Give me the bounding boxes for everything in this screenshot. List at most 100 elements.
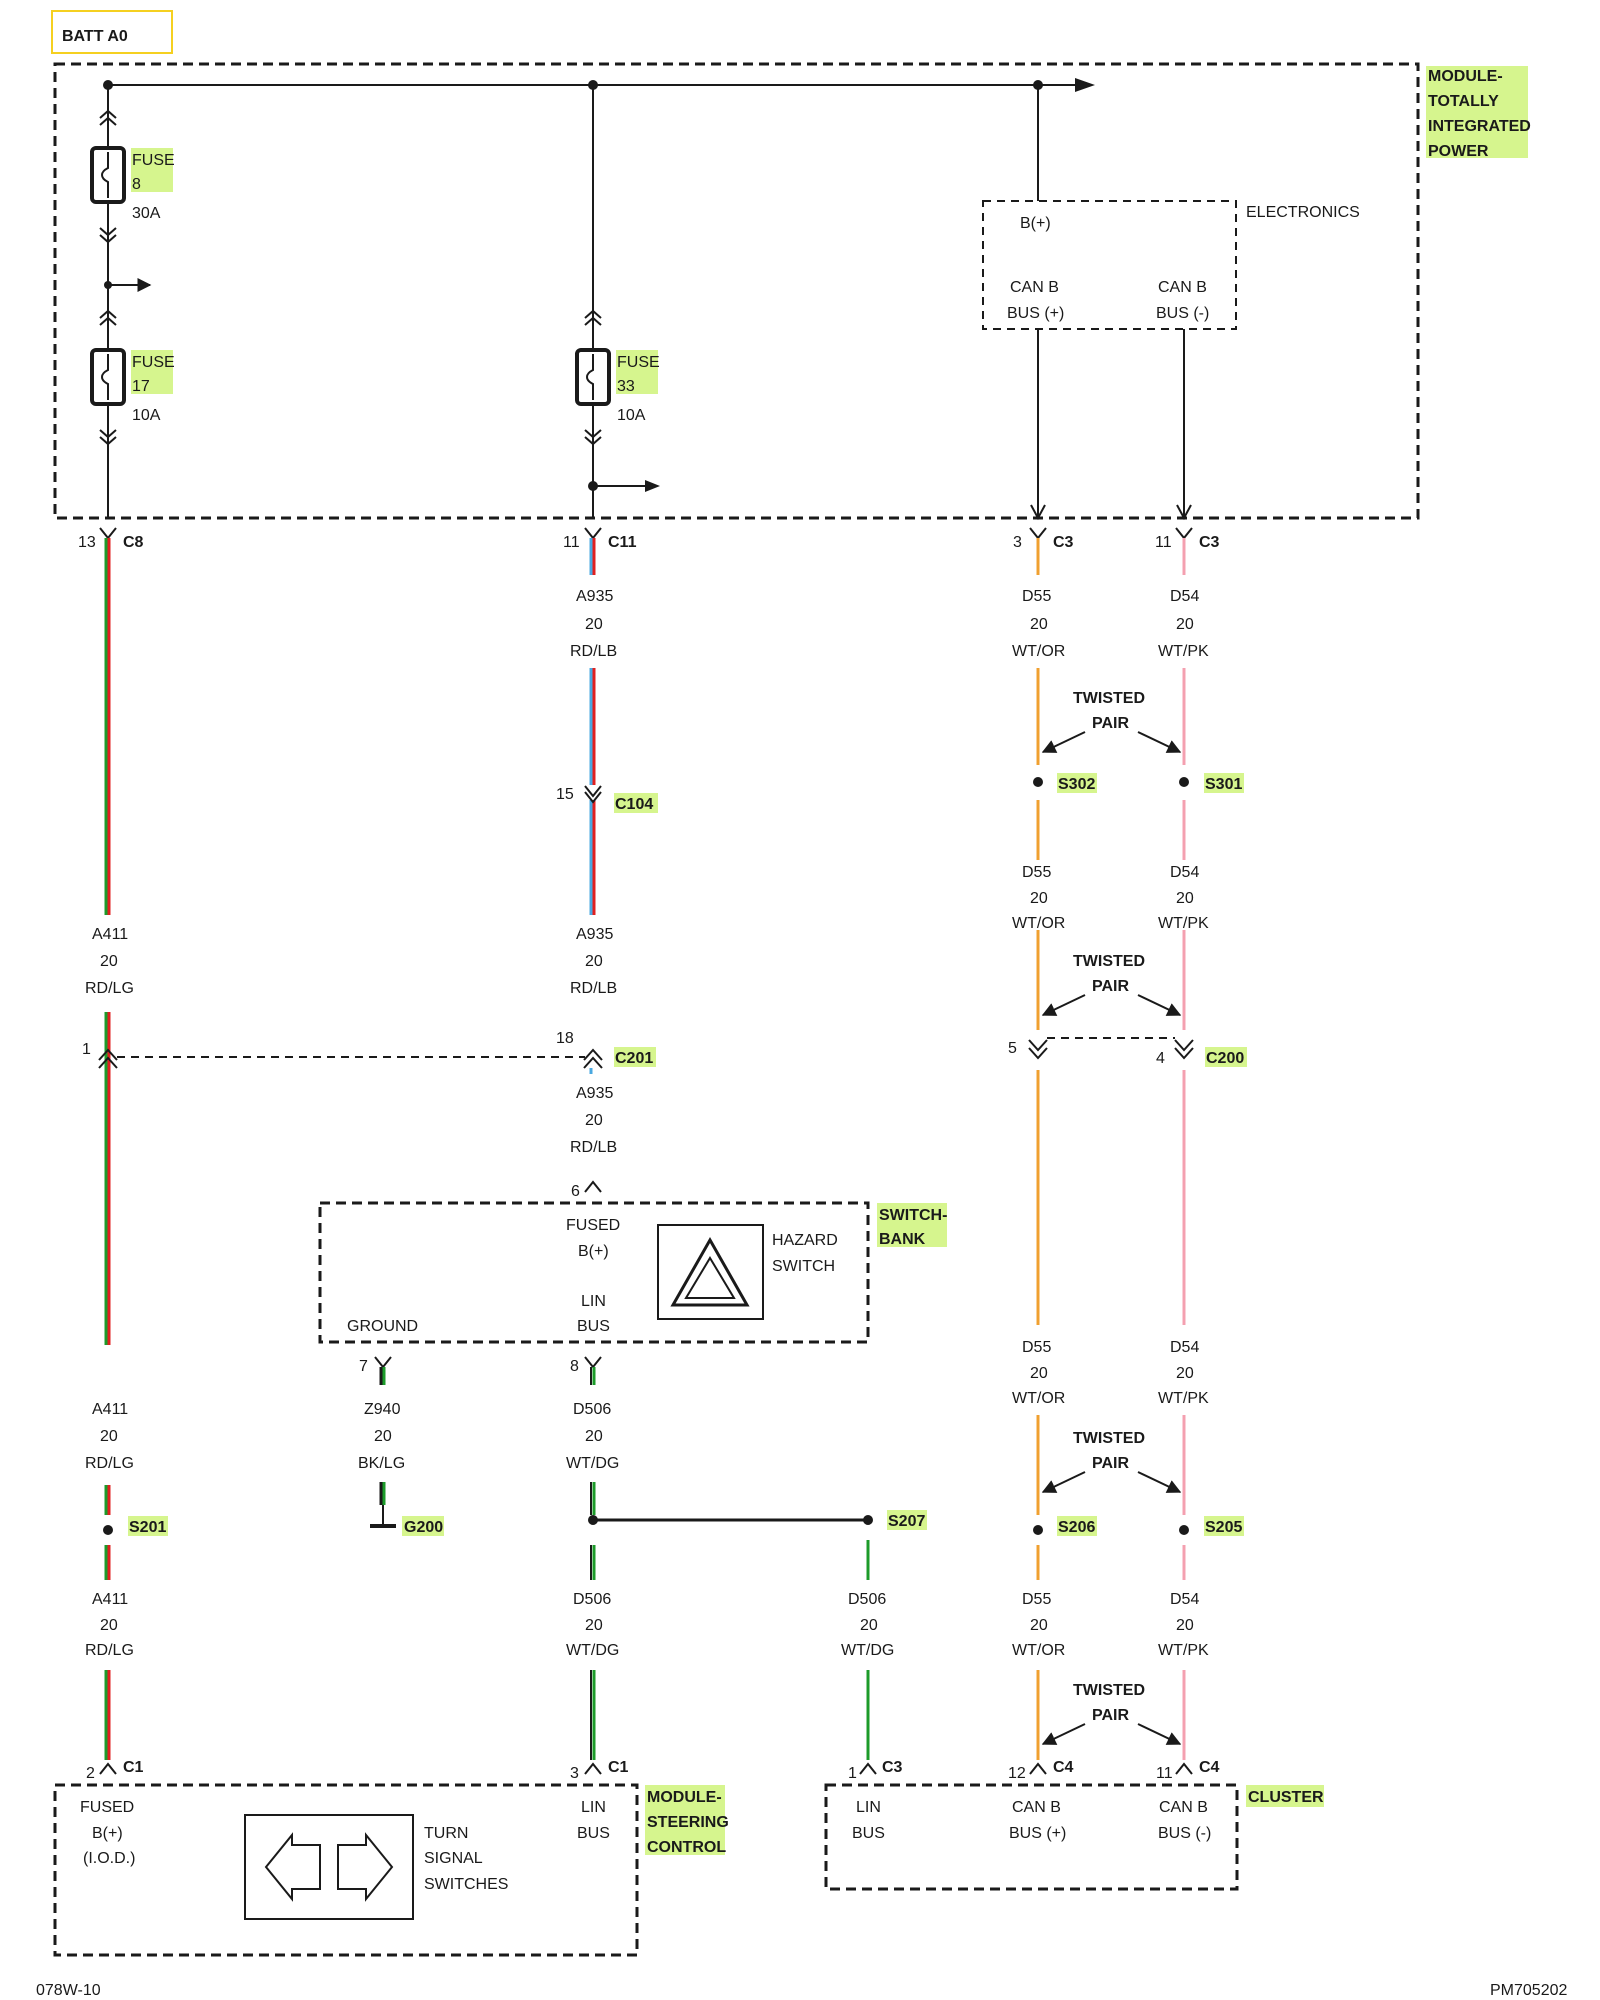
svg-text:TWISTED: TWISTED xyxy=(1073,1682,1145,1699)
wire-label-a935-1: A935 20 RD/LB xyxy=(570,588,617,660)
svg-text:C200: C200 xyxy=(1206,1050,1244,1067)
svg-text:D55: D55 xyxy=(1022,864,1051,881)
svg-text:20: 20 xyxy=(100,953,118,970)
svg-text:30A: 30A xyxy=(132,205,161,222)
svg-text:C201: C201 xyxy=(615,1050,653,1067)
svg-text:TURN: TURN xyxy=(424,1825,468,1842)
fuse-8: FUSE 8 30A xyxy=(90,109,175,244)
svg-text:C4: C4 xyxy=(1053,1759,1074,1776)
svg-text:C11: C11 xyxy=(608,534,637,551)
svg-text:20: 20 xyxy=(585,1428,603,1445)
wire-label-d54-4: D54 20 WT/PK xyxy=(1158,1591,1209,1659)
svg-text:A411: A411 xyxy=(92,926,128,943)
svg-text:A411: A411 xyxy=(92,1401,128,1418)
wire-label-a411-3: A411 20 RD/LG xyxy=(85,1591,134,1659)
svg-text:CAN B: CAN B xyxy=(1159,1799,1208,1816)
svg-text:PAIR: PAIR xyxy=(1092,1455,1129,1472)
svg-text:PAIR: PAIR xyxy=(1092,1707,1129,1724)
wire-d506 xyxy=(590,1367,870,1760)
svg-text:CAN B: CAN B xyxy=(1012,1799,1061,1816)
svg-text:D55: D55 xyxy=(1022,1591,1051,1608)
svg-text:INTEGRATED: INTEGRATED xyxy=(1428,118,1531,135)
svg-text:1: 1 xyxy=(82,1041,91,1058)
svg-text:20: 20 xyxy=(1176,1365,1194,1382)
svg-text:GROUND: GROUND xyxy=(347,1318,418,1335)
wire-z940 xyxy=(379,1367,386,1505)
svg-text:8: 8 xyxy=(132,176,141,193)
connector-switchbank-pin6: 6 xyxy=(571,1180,602,1200)
svg-text:BUS: BUS xyxy=(577,1825,610,1842)
svg-text:MODULE-: MODULE- xyxy=(1428,68,1503,85)
svg-text:BUS: BUS xyxy=(852,1825,885,1842)
svg-text:20: 20 xyxy=(1176,616,1194,633)
wire-label-d55-2: D55 20 WT/OR xyxy=(1012,864,1065,932)
svg-text:20: 20 xyxy=(1030,890,1048,907)
svg-text:SWITCH-: SWITCH- xyxy=(879,1207,947,1224)
svg-text:Z940: Z940 xyxy=(364,1401,401,1418)
connector-c200: 5 4 C200 xyxy=(1008,1037,1247,1067)
connector-scm-c1-pin2: 2 C1 xyxy=(86,1759,144,1782)
svg-text:D55: D55 xyxy=(1022,1339,1051,1356)
svg-text:3: 3 xyxy=(1013,534,1022,551)
connector-scm-c1-pin3: 3 C1 xyxy=(570,1759,629,1782)
splice-s205: S205 xyxy=(1179,1516,1244,1536)
svg-text:2: 2 xyxy=(86,1765,95,1782)
svg-text:20: 20 xyxy=(860,1617,878,1634)
svg-text:WT/OR: WT/OR xyxy=(1012,643,1065,660)
svg-text:D506: D506 xyxy=(573,1401,611,1418)
svg-text:6: 6 xyxy=(571,1183,580,1200)
svg-text:B(+): B(+) xyxy=(578,1243,609,1260)
svg-text:20: 20 xyxy=(1176,1617,1194,1634)
svg-text:15: 15 xyxy=(556,786,574,803)
svg-text:RD/LB: RD/LB xyxy=(570,980,617,997)
svg-text:20: 20 xyxy=(585,1617,603,1634)
wire-label-d506-3: D506 20 WT/DG xyxy=(841,1591,894,1659)
svg-text:D54: D54 xyxy=(1170,1591,1199,1608)
svg-text:A411: A411 xyxy=(92,1591,128,1608)
svg-text:PAIR: PAIR xyxy=(1092,978,1129,995)
svg-text:BK/LG: BK/LG xyxy=(358,1455,405,1472)
svg-text:B(+): B(+) xyxy=(1020,215,1051,232)
svg-text:D55: D55 xyxy=(1022,588,1051,605)
wire-label-d55-4: D55 20 WT/OR xyxy=(1012,1591,1065,1659)
connector-c8: 13 C8 xyxy=(78,527,144,551)
svg-text:CAN B: CAN B xyxy=(1158,279,1207,296)
splice-s207: S207 xyxy=(863,1510,927,1530)
wire-label-d55-3: D55 20 WT/OR xyxy=(1012,1339,1065,1407)
svg-text:20: 20 xyxy=(100,1617,118,1634)
svg-text:RD/LG: RD/LG xyxy=(85,1642,134,1659)
svg-text:FUSE: FUSE xyxy=(617,354,660,371)
svg-text:C104: C104 xyxy=(615,796,653,813)
svg-text:C3: C3 xyxy=(1053,534,1074,551)
connector-c201-pin18: 18 C201 xyxy=(556,1030,656,1074)
svg-text:LIN: LIN xyxy=(856,1799,881,1816)
svg-text:STEERING: STEERING xyxy=(647,1814,729,1831)
footer-right: PM705202 xyxy=(1490,1982,1567,1999)
tipm-module-box xyxy=(53,62,1420,520)
svg-text:SIGNAL: SIGNAL xyxy=(424,1850,483,1867)
turn-signal-icon xyxy=(244,1814,414,1920)
svg-text:BUS (-): BUS (-) xyxy=(1158,1825,1211,1842)
svg-text:WT/DG: WT/DG xyxy=(566,1642,619,1659)
svg-text:7: 7 xyxy=(359,1358,368,1375)
ground-g200: G200 xyxy=(370,1505,444,1536)
wire-label-a411-1: A411 20 RD/LG xyxy=(85,926,134,997)
svg-text:C3: C3 xyxy=(882,1759,903,1776)
svg-text:17: 17 xyxy=(132,378,150,395)
svg-text:WT/DG: WT/DG xyxy=(566,1455,619,1472)
svg-text:S302: S302 xyxy=(1058,776,1095,793)
svg-text:11: 11 xyxy=(1155,534,1172,551)
wire-label-d506-1: D506 20 WT/DG xyxy=(566,1401,619,1472)
batt-label: BATT A0 xyxy=(62,28,128,45)
svg-text:20: 20 xyxy=(100,1428,118,1445)
svg-text:BANK: BANK xyxy=(879,1231,926,1248)
svg-text:FUSE: FUSE xyxy=(132,354,175,371)
wire-label-d54-1: D54 20 WT/PK xyxy=(1158,588,1209,660)
svg-text:BUS (-): BUS (-) xyxy=(1156,305,1209,322)
connector-switchbank-pin8: 8 xyxy=(570,1356,602,1375)
svg-text:BUS (+): BUS (+) xyxy=(1007,305,1064,322)
svg-text:LIN: LIN xyxy=(581,1799,606,1816)
svg-text:SWITCHES: SWITCHES xyxy=(424,1876,508,1893)
svg-text:C4: C4 xyxy=(1199,1759,1220,1776)
